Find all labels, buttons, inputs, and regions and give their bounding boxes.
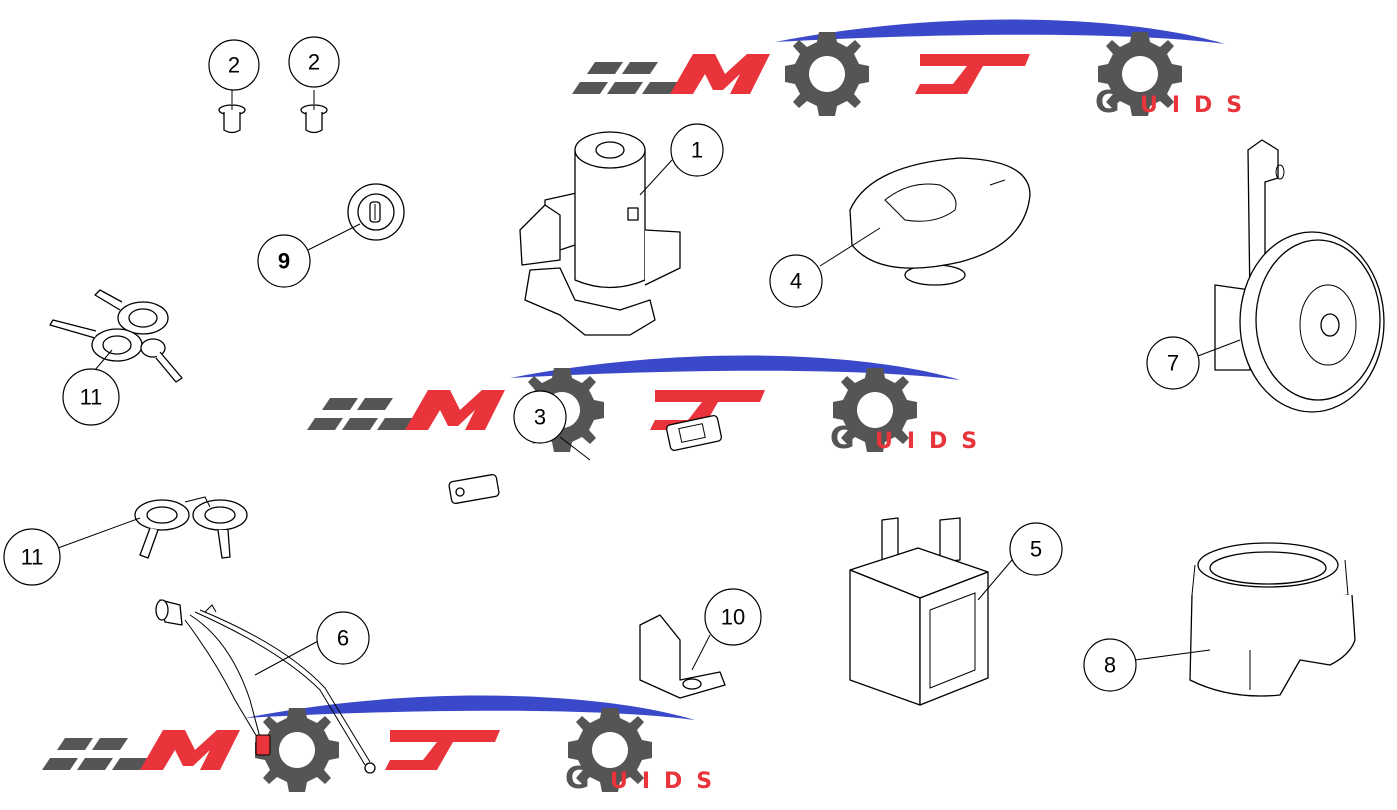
part-ignition-switch: [519, 131, 681, 336]
part-horn: [1214, 139, 1385, 413]
watermark-bottom: G UIDS: [42, 696, 726, 796]
callout-label: 2: [308, 50, 320, 75]
callout-4: 4: [769, 254, 823, 308]
part-screw-right: [300, 104, 328, 134]
callout-label: 7: [1167, 351, 1179, 376]
callout-10: 10: [704, 588, 762, 646]
watermark-g: G: [830, 421, 855, 456]
callout-label: 2: [228, 53, 240, 78]
watermark-top: G UIDS: [572, 20, 1256, 120]
callout-7: 7: [1146, 336, 1200, 390]
part-rubber-cap: [849, 157, 1031, 286]
callout-label: 4: [790, 269, 802, 294]
watermark-letters: UIDS: [610, 769, 726, 794]
callout-label: 8: [1104, 653, 1116, 678]
callout-label: 5: [1030, 537, 1042, 562]
callout-label: 3: [534, 405, 546, 430]
callout-label: 9: [278, 249, 290, 274]
part-lock-cylinder: [347, 183, 405, 241]
part-keys-lower: [134, 496, 248, 559]
part-wire-harness: [448, 414, 723, 505]
watermark-g: G: [1095, 85, 1120, 120]
callout-8: 8: [1083, 638, 1137, 692]
watermark-letters: UIDS: [875, 429, 991, 454]
callout-label: 6: [337, 626, 349, 651]
callout-3: 3: [513, 390, 567, 444]
watermark-g: G: [565, 761, 590, 796]
callout-label: 1: [691, 138, 703, 163]
part-rubber-holder: [1189, 542, 1356, 697]
callout-9: 9: [257, 234, 311, 288]
callout-label: 11: [80, 385, 103, 410]
callout-6: 6: [316, 611, 370, 665]
watermark-middle: G UIDS: [307, 356, 991, 456]
watermark-letters: UIDS: [1140, 93, 1256, 118]
callout-2-left: 2: [208, 39, 260, 91]
part-relay: [849, 517, 989, 706]
part-bracket: [639, 614, 726, 699]
callout-11-upper: 11: [62, 368, 120, 426]
callout-label: 10: [721, 605, 745, 630]
part-screw-left: [218, 104, 246, 134]
leader-lines: [57, 90, 1241, 676]
callout-label: 11: [21, 545, 44, 570]
callout-2-right: 2: [288, 36, 340, 88]
part-wire-assembly: [155, 599, 376, 774]
callout-1: 1: [670, 123, 724, 177]
part-keys-upper: [49, 289, 183, 383]
callout-11-lower: 11: [3, 528, 61, 586]
callout-5: 5: [1009, 522, 1063, 576]
